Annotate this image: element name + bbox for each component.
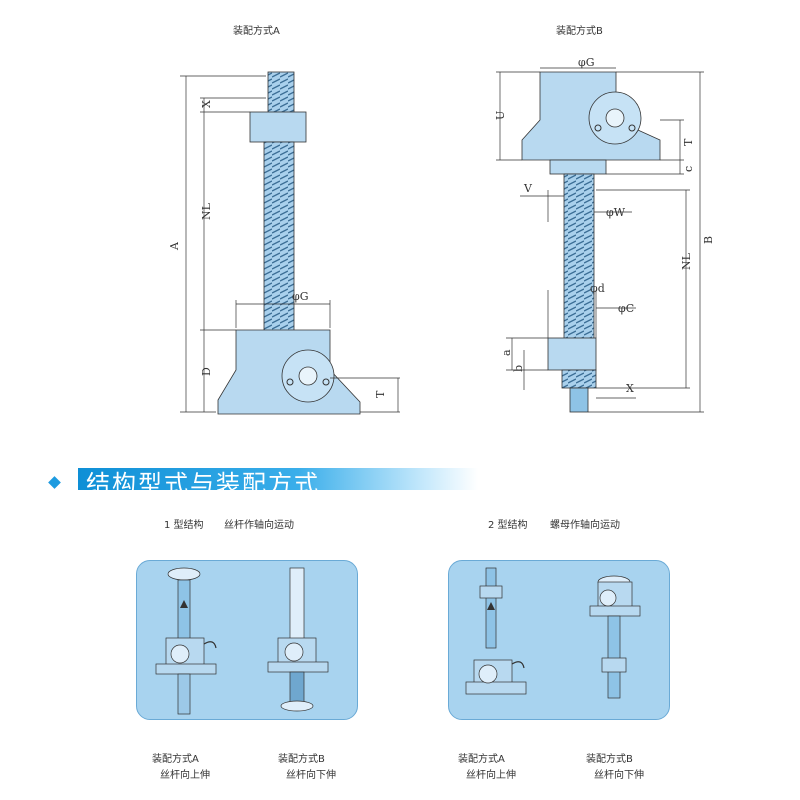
section-banner <box>78 468 478 490</box>
caption-2b-mode: 装配方式B <box>586 754 633 765</box>
caption-1b-mode: 装配方式B <box>278 754 325 765</box>
dim-a-a: A <box>168 241 181 251</box>
dim-a-g: φG <box>292 290 309 303</box>
caption-2a-dir: 丝杆向上伸 <box>466 770 516 781</box>
type1-illustration <box>155 567 329 715</box>
type2-illustration <box>465 567 641 699</box>
dim-a-t: T <box>374 390 387 398</box>
caption-2b-dir: 丝杆向下伸 <box>594 770 644 781</box>
type2-number: 2 型结构 <box>488 520 528 531</box>
drawing-a: A NL X D φG T <box>168 71 400 415</box>
dim-b-cc: φC <box>618 302 634 315</box>
jack-2b <box>589 575 641 699</box>
jack-1a <box>155 567 217 715</box>
gearbox-b <box>521 71 661 175</box>
type1-number: 1 型结构 <box>164 520 204 531</box>
caption-1a-mode: 装配方式A <box>152 754 199 765</box>
type2-desc: 螺母作轴向运动 <box>550 520 620 531</box>
dim-b-a: a <box>500 349 513 356</box>
caption-1a-dir: 丝杆向上伸 <box>160 770 210 781</box>
dim-b-v: V <box>523 182 533 195</box>
mode-b-title: 装配方式B <box>556 26 603 37</box>
dim-b-nl: NL <box>680 252 693 270</box>
jack-1b <box>267 567 329 712</box>
gearbox-a <box>217 329 361 415</box>
dim-a-d: D <box>200 367 213 376</box>
dim-b-bb: b <box>512 365 525 372</box>
type1-desc: 丝杆作轴向运动 <box>224 520 294 531</box>
dim-lines-a <box>180 75 400 413</box>
dim-a-nl: NL <box>200 202 213 220</box>
dim-b-d: φd <box>590 282 605 295</box>
bullet-diamond-icon <box>48 476 61 489</box>
jack-2a <box>465 567 527 695</box>
dim-b-x: X <box>626 382 634 395</box>
dim-b-c: c <box>682 166 695 172</box>
dim-lines-b <box>496 67 704 413</box>
dim-b-u: U <box>494 111 507 120</box>
caption-2a-mode: 装配方式A <box>458 754 505 765</box>
caption-1b-dir: 丝杆向下伸 <box>286 770 336 781</box>
dim-a-x: X <box>200 100 213 108</box>
drawing-b: φG U T c V φW B NL φd φC a b X <box>494 56 715 413</box>
section-title: 结构型式与装配方式 <box>86 470 320 498</box>
dim-b-b: B <box>702 236 715 244</box>
mode-a-title: 装配方式A <box>233 26 280 37</box>
dim-b-g: φG <box>578 56 595 69</box>
screw-b <box>547 173 597 413</box>
dim-b-t: T <box>682 138 695 146</box>
dim-b-w: φW <box>606 206 626 219</box>
